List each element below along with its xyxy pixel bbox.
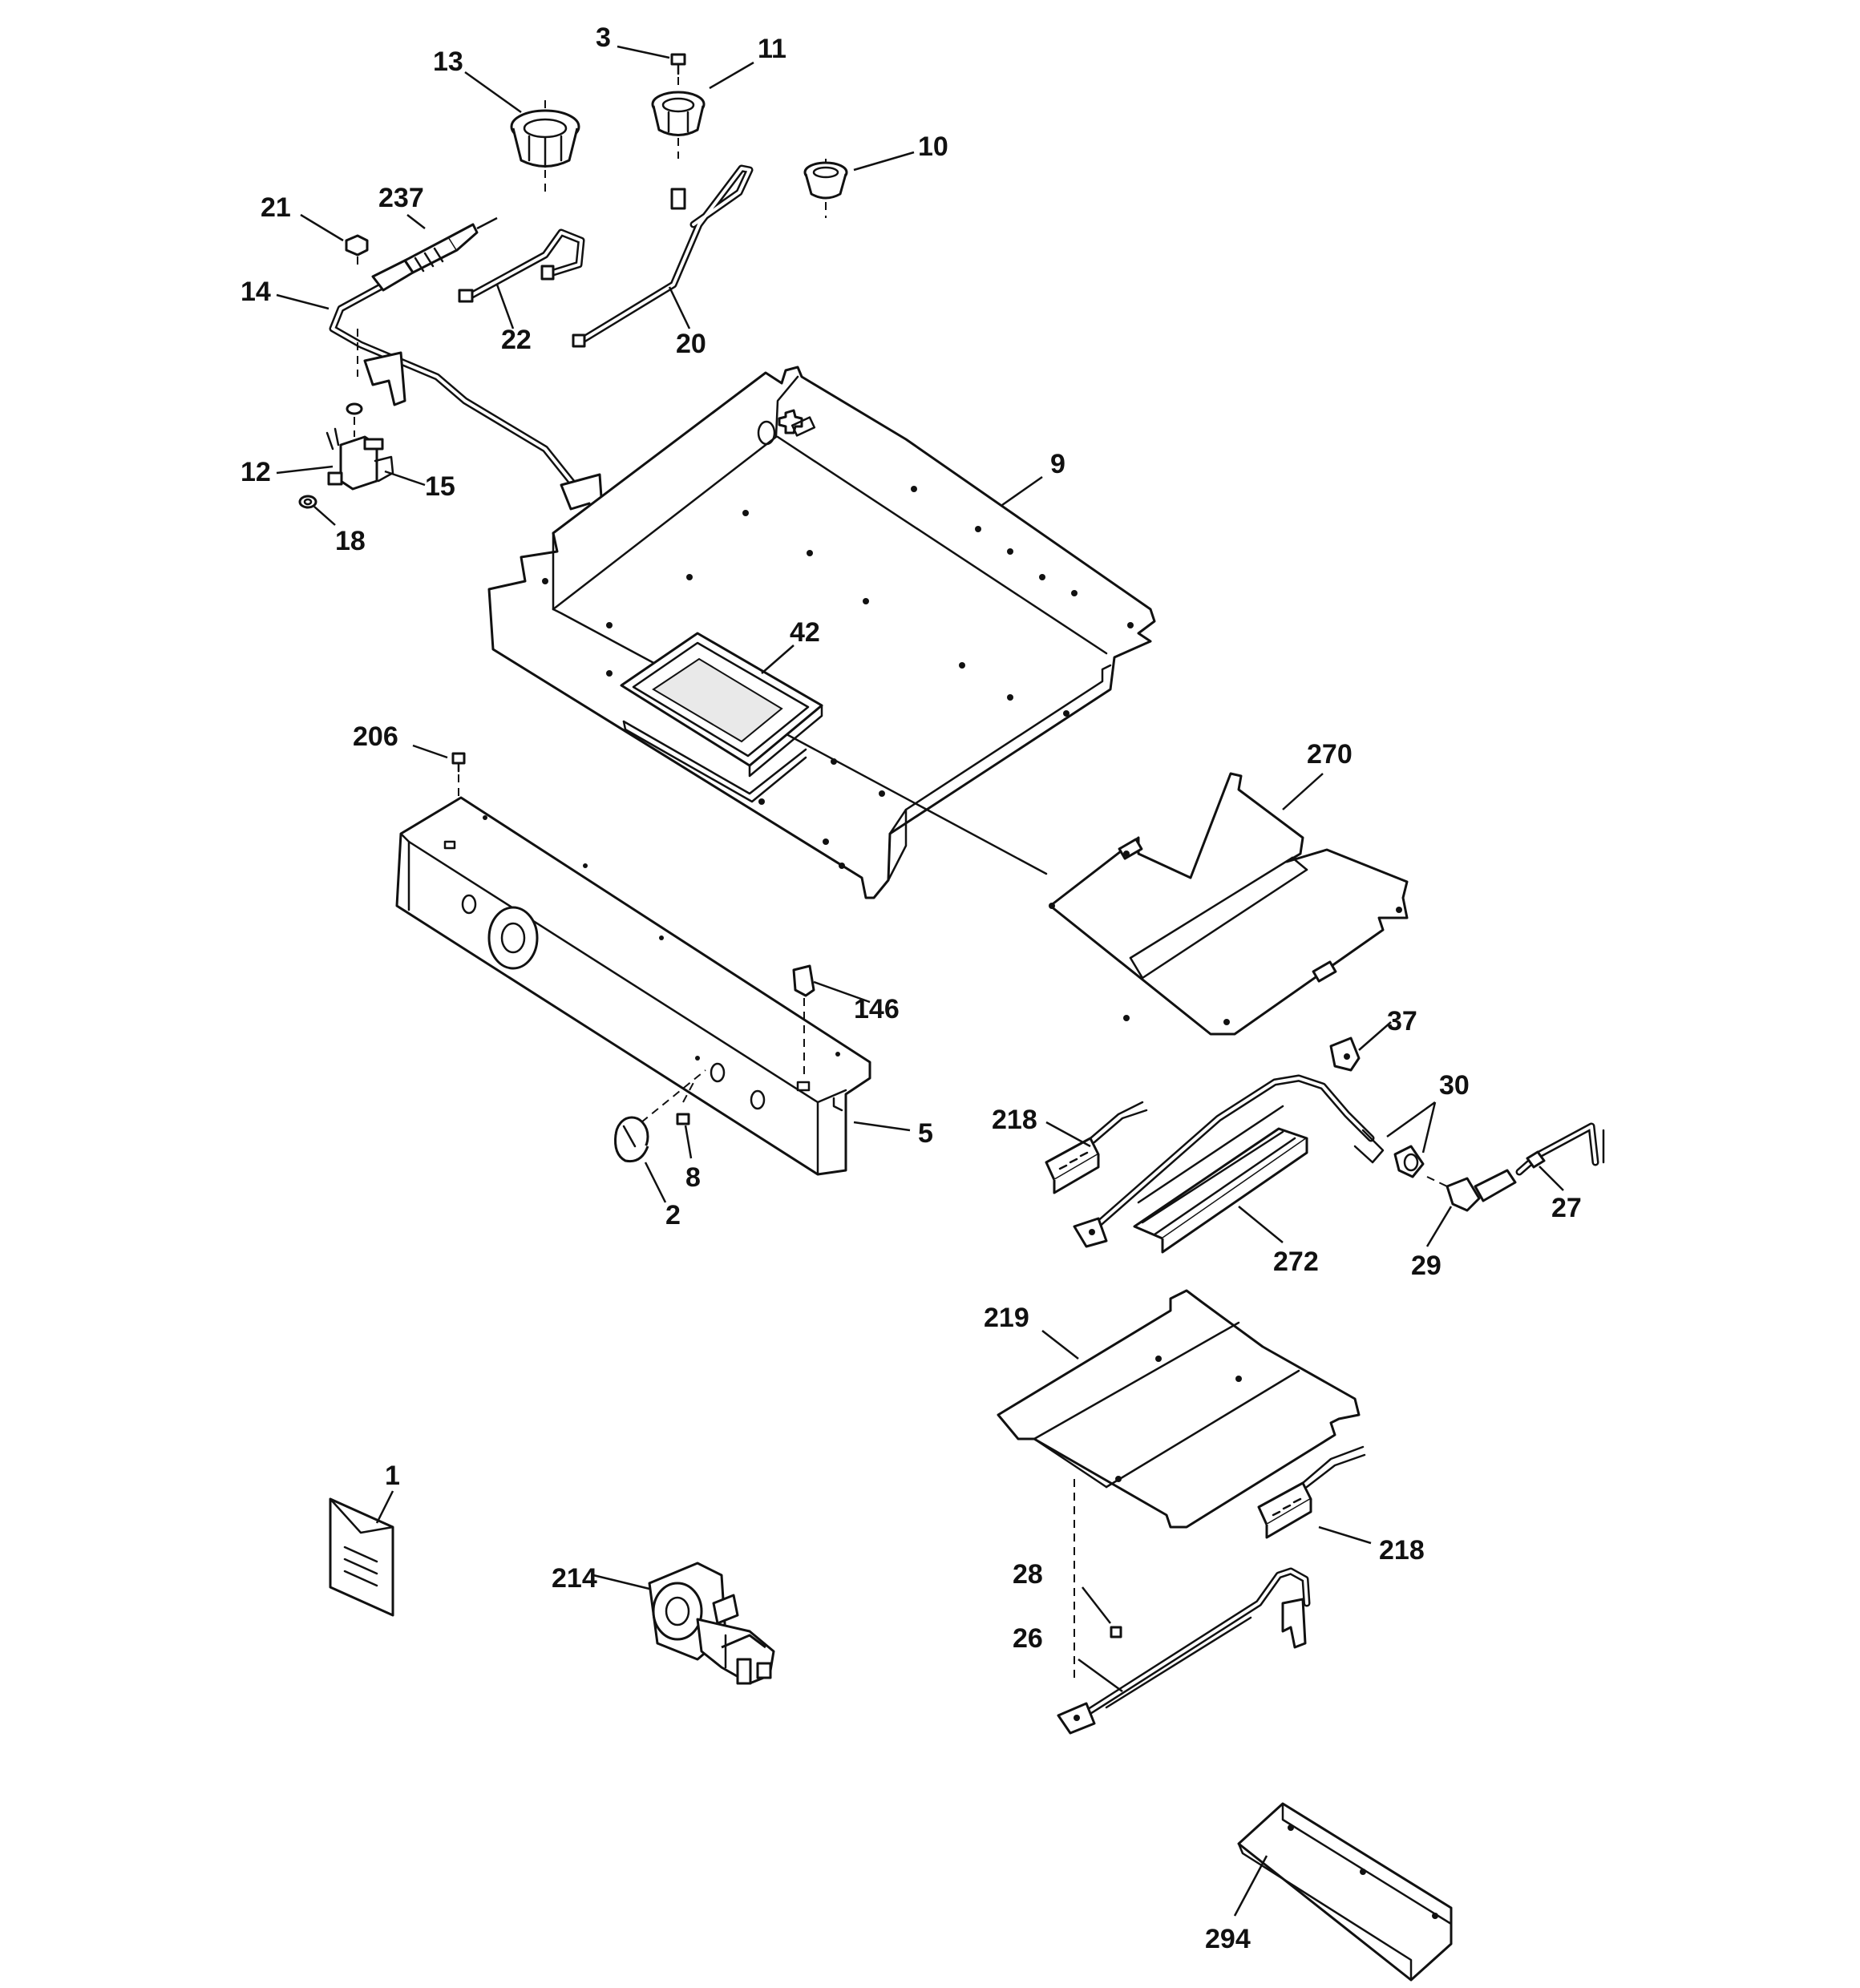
callout-146: 146 — [854, 994, 900, 1024]
part-42-cover — [620, 632, 823, 803]
part-237-fitting — [403, 216, 498, 274]
part-26-broil-burner — [1057, 1567, 1311, 1735]
part-20-tube — [572, 164, 754, 348]
callout-21: 21 — [261, 192, 291, 223]
part-218-igniter-lower — [1257, 1445, 1366, 1539]
callout-218b: 218 — [1379, 1535, 1425, 1566]
part-37-bracket — [1329, 1036, 1361, 1072]
callout-42: 42 — [790, 617, 820, 648]
callout-270: 270 — [1307, 739, 1353, 770]
callout-206: 206 — [353, 721, 398, 752]
callout-10: 10 — [918, 131, 948, 162]
part-22-tube — [458, 228, 585, 303]
callout-237: 237 — [378, 183, 424, 213]
callout-13: 13 — [433, 46, 463, 77]
callout-27: 27 — [1551, 1193, 1582, 1223]
callout-11: 11 — [758, 34, 786, 64]
part-12-valve — [326, 402, 384, 491]
callout-2: 2 — [665, 1200, 681, 1230]
part-214-valve — [648, 1562, 775, 1685]
callout-15: 15 — [425, 471, 455, 502]
part-294-bracket — [1237, 1802, 1453, 1982]
callout-labels: 13 3 11 10 21 237 14 22 20 9 12 15 18 42… — [241, 22, 1582, 1954]
callout-294: 294 — [1205, 1924, 1251, 1954]
part-28-screw — [1110, 1626, 1122, 1638]
part-219-shield — [997, 1289, 1361, 1683]
part-10-burner-head — [803, 159, 848, 218]
callout-9: 9 — [1050, 449, 1065, 479]
part-29-orifice — [1426, 1169, 1517, 1212]
part-270-shield — [1049, 772, 1409, 1036]
callout-219: 219 — [984, 1303, 1029, 1333]
part-18-washer — [298, 495, 317, 509]
callout-214: 214 — [552, 1563, 597, 1594]
part-11-burner-head — [651, 91, 706, 159]
part-30-air-shutter — [1393, 1145, 1425, 1178]
callout-29: 29 — [1411, 1251, 1442, 1281]
callout-272: 272 — [1273, 1247, 1319, 1277]
part-9-burner-box — [487, 366, 1156, 899]
part-27-tube — [1515, 1122, 1605, 1176]
part-21-nut — [345, 234, 369, 269]
part-15-clip — [374, 455, 394, 483]
leader-lines — [276, 45, 1564, 1917]
part-146-clip — [792, 964, 815, 1074]
part-2-knob — [614, 1069, 706, 1163]
part-218-igniter-upper — [1045, 1101, 1148, 1194]
part-272-baffle — [1133, 1127, 1308, 1254]
callout-12: 12 — [241, 457, 271, 487]
callout-37: 37 — [1387, 1006, 1417, 1036]
callout-30: 30 — [1439, 1070, 1470, 1101]
callout-3: 3 — [596, 22, 611, 53]
part-13-burner-head — [510, 100, 580, 192]
callout-14: 14 — [241, 277, 271, 307]
callout-18: 18 — [335, 526, 366, 556]
part-8-screw — [676, 1077, 697, 1125]
callout-20: 20 — [676, 329, 706, 359]
callout-22: 22 — [501, 325, 532, 355]
part-oven-burner-assembly — [1073, 1074, 1385, 1248]
callout-5: 5 — [918, 1118, 933, 1149]
callout-1: 1 — [385, 1461, 400, 1491]
part-3-screw — [670, 53, 686, 88]
part-206-screw — [451, 752, 466, 802]
callout-28: 28 — [1013, 1559, 1043, 1590]
callout-218a: 218 — [992, 1105, 1037, 1135]
callout-8: 8 — [685, 1162, 701, 1193]
part-5-control-panel — [395, 796, 871, 1176]
part-1-envelope — [329, 1497, 394, 1617]
callout-26: 26 — [1013, 1623, 1043, 1654]
